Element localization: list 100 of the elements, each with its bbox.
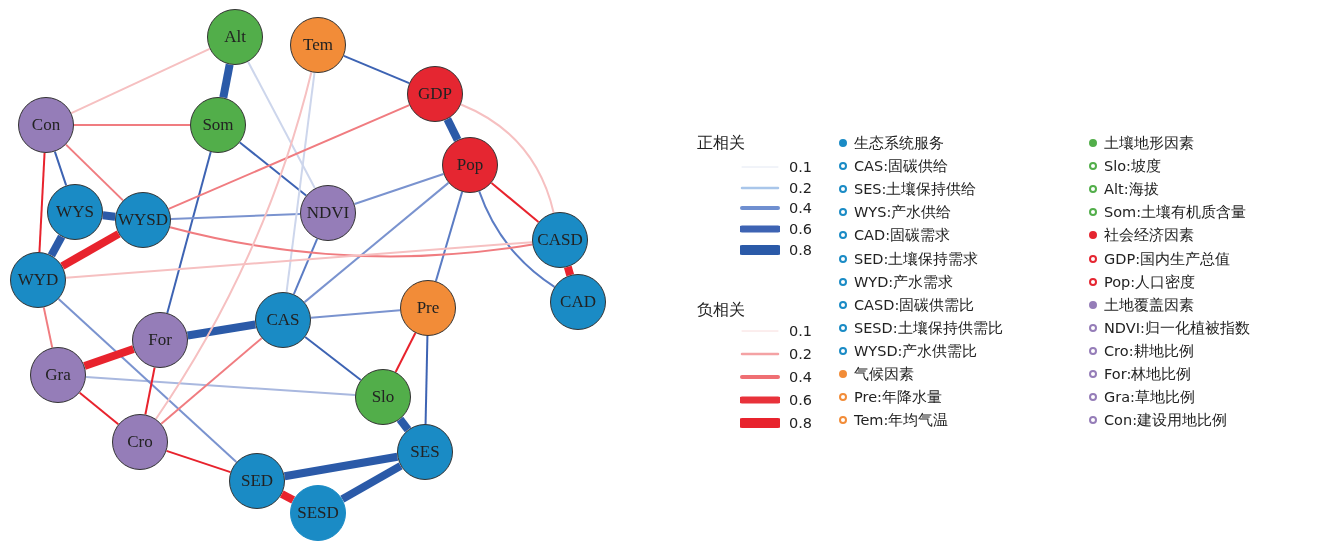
- legend-label: 0.4: [789, 368, 813, 386]
- legend-label: 0.1: [789, 322, 813, 340]
- legend-label: SESD:土壤保持供需比: [854, 318, 1003, 337]
- connector-line: [167, 104, 411, 210]
- connector-line: [57, 297, 238, 464]
- connector-line: [247, 60, 316, 190]
- connector-line: [478, 190, 556, 288]
- node-circle: SESD: [290, 485, 346, 541]
- connector-line: [490, 181, 540, 224]
- node-circle: CAD: [550, 274, 606, 330]
- connector-line: [424, 335, 429, 425]
- connector-line: [434, 190, 464, 283]
- node-circle: SES: [397, 424, 453, 480]
- node-circle: CASD: [532, 212, 588, 268]
- node-circle: WYS: [47, 184, 103, 240]
- legend-label: 气候因素: [854, 365, 914, 383]
- legend-label: 土壤地形因素: [1104, 134, 1194, 152]
- legend-label: WYS:产水供给: [854, 203, 952, 222]
- connector-line: [154, 71, 313, 420]
- node-circle: Cro: [112, 414, 168, 470]
- legend-label: 0.1: [789, 158, 813, 176]
- legend-label: 0.2: [789, 345, 813, 363]
- legend-label: GDP:国内生产总值: [1104, 249, 1231, 268]
- node-circle: NDVI: [300, 185, 356, 241]
- node-circle: Tem: [290, 17, 346, 73]
- legend-label: 0.2: [789, 179, 813, 197]
- legend-label: 社会经济因素: [1104, 226, 1194, 245]
- connector-line: [169, 226, 534, 258]
- node-circle: For: [132, 312, 188, 368]
- legend-label: SES:土壤保持供给: [854, 180, 977, 199]
- thick-connector-line: [102, 211, 116, 221]
- connector-line: [170, 213, 301, 220]
- legend-label: Pre:年降水量: [854, 388, 942, 407]
- node-circle: GDP: [407, 66, 463, 122]
- thick-connector-line: [340, 462, 403, 503]
- connector-line: [303, 181, 450, 304]
- node-circle: CAS: [255, 292, 311, 348]
- connector-line: [304, 336, 362, 381]
- thick-connector-line: [279, 490, 296, 504]
- thick-connector-line: [219, 63, 234, 99]
- connector-line: [238, 141, 308, 197]
- node-circle: WYSD: [115, 192, 171, 248]
- legend-label: 0.4: [789, 199, 813, 217]
- legend-label: 0.8: [789, 414, 813, 432]
- legend-heading: 负相关: [697, 301, 745, 319]
- connector-line: [285, 71, 316, 294]
- legend-label: 0.6: [789, 220, 813, 238]
- legend-label: CAD:固碳需求: [854, 226, 951, 245]
- legend-label: CAS:固碳供给: [854, 157, 949, 176]
- node-circle: Som: [190, 97, 246, 153]
- node-circle: SED: [229, 453, 285, 509]
- connector-line: [42, 306, 54, 349]
- connector-line: [53, 150, 68, 187]
- legend-heading: 正相关: [697, 134, 745, 152]
- connector-line: [70, 47, 211, 115]
- node-circle: Slo: [355, 369, 411, 425]
- connector-line: [309, 309, 402, 319]
- legend-label: SED:土壤保持需求: [854, 249, 979, 268]
- thick-connector-line: [47, 234, 66, 258]
- connector-line: [459, 103, 555, 214]
- thick-connector-line: [60, 230, 121, 270]
- connector-line: [353, 172, 445, 206]
- connector-line: [64, 241, 534, 279]
- connector-line: [394, 332, 417, 373]
- node-circle: Alt: [207, 9, 263, 65]
- node-circle: Gra: [30, 347, 86, 403]
- legend-label: Gra:草地比例: [1104, 388, 1195, 407]
- legend-label: Slo:坡度: [1104, 157, 1161, 176]
- thick-connector-line: [283, 452, 399, 481]
- thick-connector-line: [187, 320, 256, 340]
- thick-connector-line: [396, 416, 412, 433]
- thick-connector-line: [83, 345, 135, 370]
- connector-line: [165, 449, 232, 474]
- legend-label: Pop:人口密度: [1104, 272, 1196, 291]
- legend-label: WYSD:产水供需比: [854, 341, 978, 360]
- connector-line: [160, 337, 263, 425]
- connector-line: [65, 143, 124, 202]
- connector-line: [84, 375, 357, 397]
- legend-label: Con:建设用地比例: [1104, 411, 1228, 430]
- legend-label: Tem:年均气温: [854, 411, 949, 430]
- node-circle: Pre: [400, 280, 456, 336]
- node-circle: WYD: [10, 252, 66, 308]
- legend-label: 土地覆盖因素: [1104, 295, 1194, 314]
- node-circle: Pop: [442, 137, 498, 193]
- legend-label: 0.8: [789, 241, 813, 259]
- connector-line: [144, 366, 156, 416]
- connector-line: [342, 54, 411, 85]
- legend-label: Som:土壤有机质含量: [1104, 203, 1247, 222]
- legend-label: For:林地比例: [1104, 365, 1192, 383]
- connector-line: [73, 124, 191, 126]
- legend-label: Cro:耕地比例: [1104, 341, 1194, 360]
- thick-connector-line: [443, 117, 462, 142]
- connector-line: [166, 151, 212, 314]
- connector-line: [38, 151, 46, 254]
- node-circle: Con: [18, 97, 74, 153]
- legend-label: 0.6: [789, 391, 813, 409]
- connector-line: [292, 237, 319, 296]
- legend-label: 生态系统服务: [854, 134, 944, 152]
- connector-line: [78, 391, 120, 426]
- legend-label: CASD:固碳供需比: [854, 295, 975, 314]
